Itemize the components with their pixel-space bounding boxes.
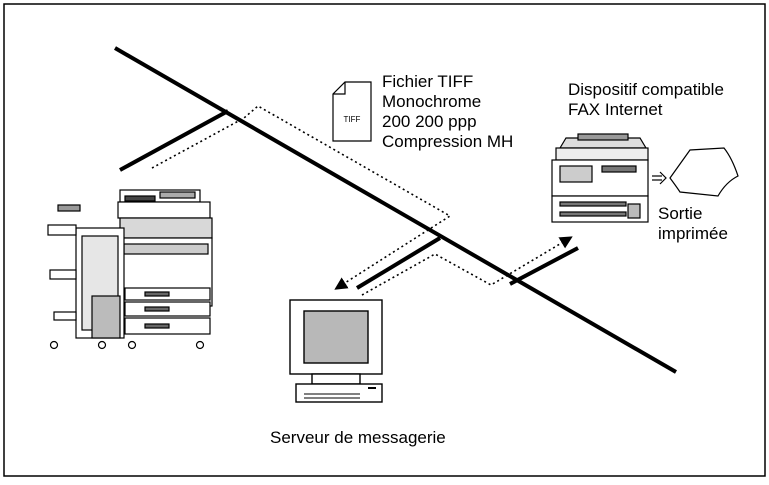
network-backbone xyxy=(113,46,678,374)
mail-server-label: Serveur de messagerie xyxy=(270,428,446,447)
printed-page-icon xyxy=(669,147,739,197)
network-branch-server xyxy=(355,236,442,290)
fax-device-line-2: FAX Internet xyxy=(568,100,663,119)
tiff-file-icon: TIFF xyxy=(332,81,372,142)
printed-output-line-1: Sortie xyxy=(658,204,703,223)
file-info-line-1: Fichier TIFF xyxy=(382,72,474,91)
file-info-line-4: Compression MH xyxy=(382,132,514,151)
output-arrow xyxy=(652,171,667,185)
printed-output-label: Sortie imprimée xyxy=(658,204,728,244)
network-branch-fax xyxy=(509,246,579,286)
network-lines xyxy=(113,46,678,374)
mfp-printer-icon xyxy=(47,189,213,350)
network-branch-mfp xyxy=(119,109,229,172)
internet-fax-device-icon xyxy=(551,133,649,223)
file-info-label: Fichier TIFF Monochrome 200 200 ppp Comp… xyxy=(382,72,513,152)
file-info-line-2: Monochrome xyxy=(382,92,482,111)
tiff-icon-label: TIFF xyxy=(344,115,361,124)
printed-output-line-2: imprimée xyxy=(658,224,728,243)
mail-server-icon xyxy=(289,299,383,403)
diagram-border xyxy=(3,3,766,477)
file-info-line-3: 200 200 ppp xyxy=(382,112,477,131)
fax-device-label: Dispositif compatible FAX Internet xyxy=(568,80,724,120)
fax-device-line-1: Dispositif compatible xyxy=(568,80,724,99)
data-path xyxy=(151,105,573,296)
data-path-server-to-fax xyxy=(361,236,573,296)
